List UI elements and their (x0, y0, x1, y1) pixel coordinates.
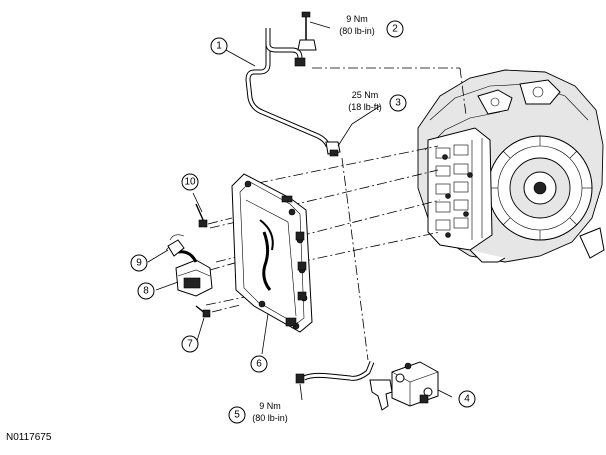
tube-bracket-bolt (297, 11, 317, 51)
document-id: N0117675 (6, 432, 52, 443)
cooler-line-connector (391, 361, 439, 407)
callout-10: 10 (181, 173, 199, 191)
transmission-assembly (417, 69, 605, 263)
svg-text:(80 lb-in): (80 lb-in) (252, 413, 288, 423)
cover-bolt (195, 203, 208, 228)
svg-text:7: 7 (187, 339, 193, 350)
callout-1: 1 (210, 37, 228, 55)
svg-text:9: 9 (136, 258, 142, 269)
torque-label-2: 9 Nm (80 lb-in) (339, 14, 375, 36)
wire-clip (167, 234, 185, 257)
svg-text:9 Nm: 9 Nm (346, 14, 368, 24)
svg-text:4: 4 (464, 394, 470, 405)
callout-4: 4 (458, 390, 476, 408)
cooler-tube (245, 28, 341, 157)
callout-6: 6 (250, 355, 268, 373)
svg-text:1: 1 (216, 41, 222, 52)
svg-text:8: 8 (143, 286, 149, 297)
svg-text:3: 3 (395, 98, 401, 109)
callout-7: 7 (181, 335, 199, 353)
svg-text:9 Nm: 9 Nm (259, 401, 281, 411)
callout-3: 3 (389, 94, 407, 112)
callout-8: 8 (137, 282, 155, 300)
svg-text:2: 2 (392, 24, 398, 35)
svg-text:(80 lb-in): (80 lb-in) (339, 26, 375, 36)
alignment-centerlines (205, 67, 467, 361)
svg-text:5: 5 (234, 410, 240, 421)
torque-label-5: 9 Nm (80 lb-in) (252, 401, 288, 423)
svg-text:6: 6 (256, 359, 262, 370)
callout-9: 9 (130, 254, 148, 272)
svg-text:10: 10 (184, 177, 196, 188)
callout-5: 5 (228, 406, 246, 424)
svg-text:25 Nm: 25 Nm (352, 90, 379, 100)
sensor-bolt (195, 305, 211, 318)
side-cover (231, 173, 313, 333)
torque-label-3: 25 Nm (18 lb-ft) (348, 90, 382, 112)
sensor-connector (165, 245, 213, 297)
lower-cooler-tube (295, 361, 393, 411)
leader-lines (147, 21, 453, 401)
svg-text:(18 lb-ft): (18 lb-ft) (348, 102, 382, 112)
callout-2: 2 (386, 20, 404, 38)
